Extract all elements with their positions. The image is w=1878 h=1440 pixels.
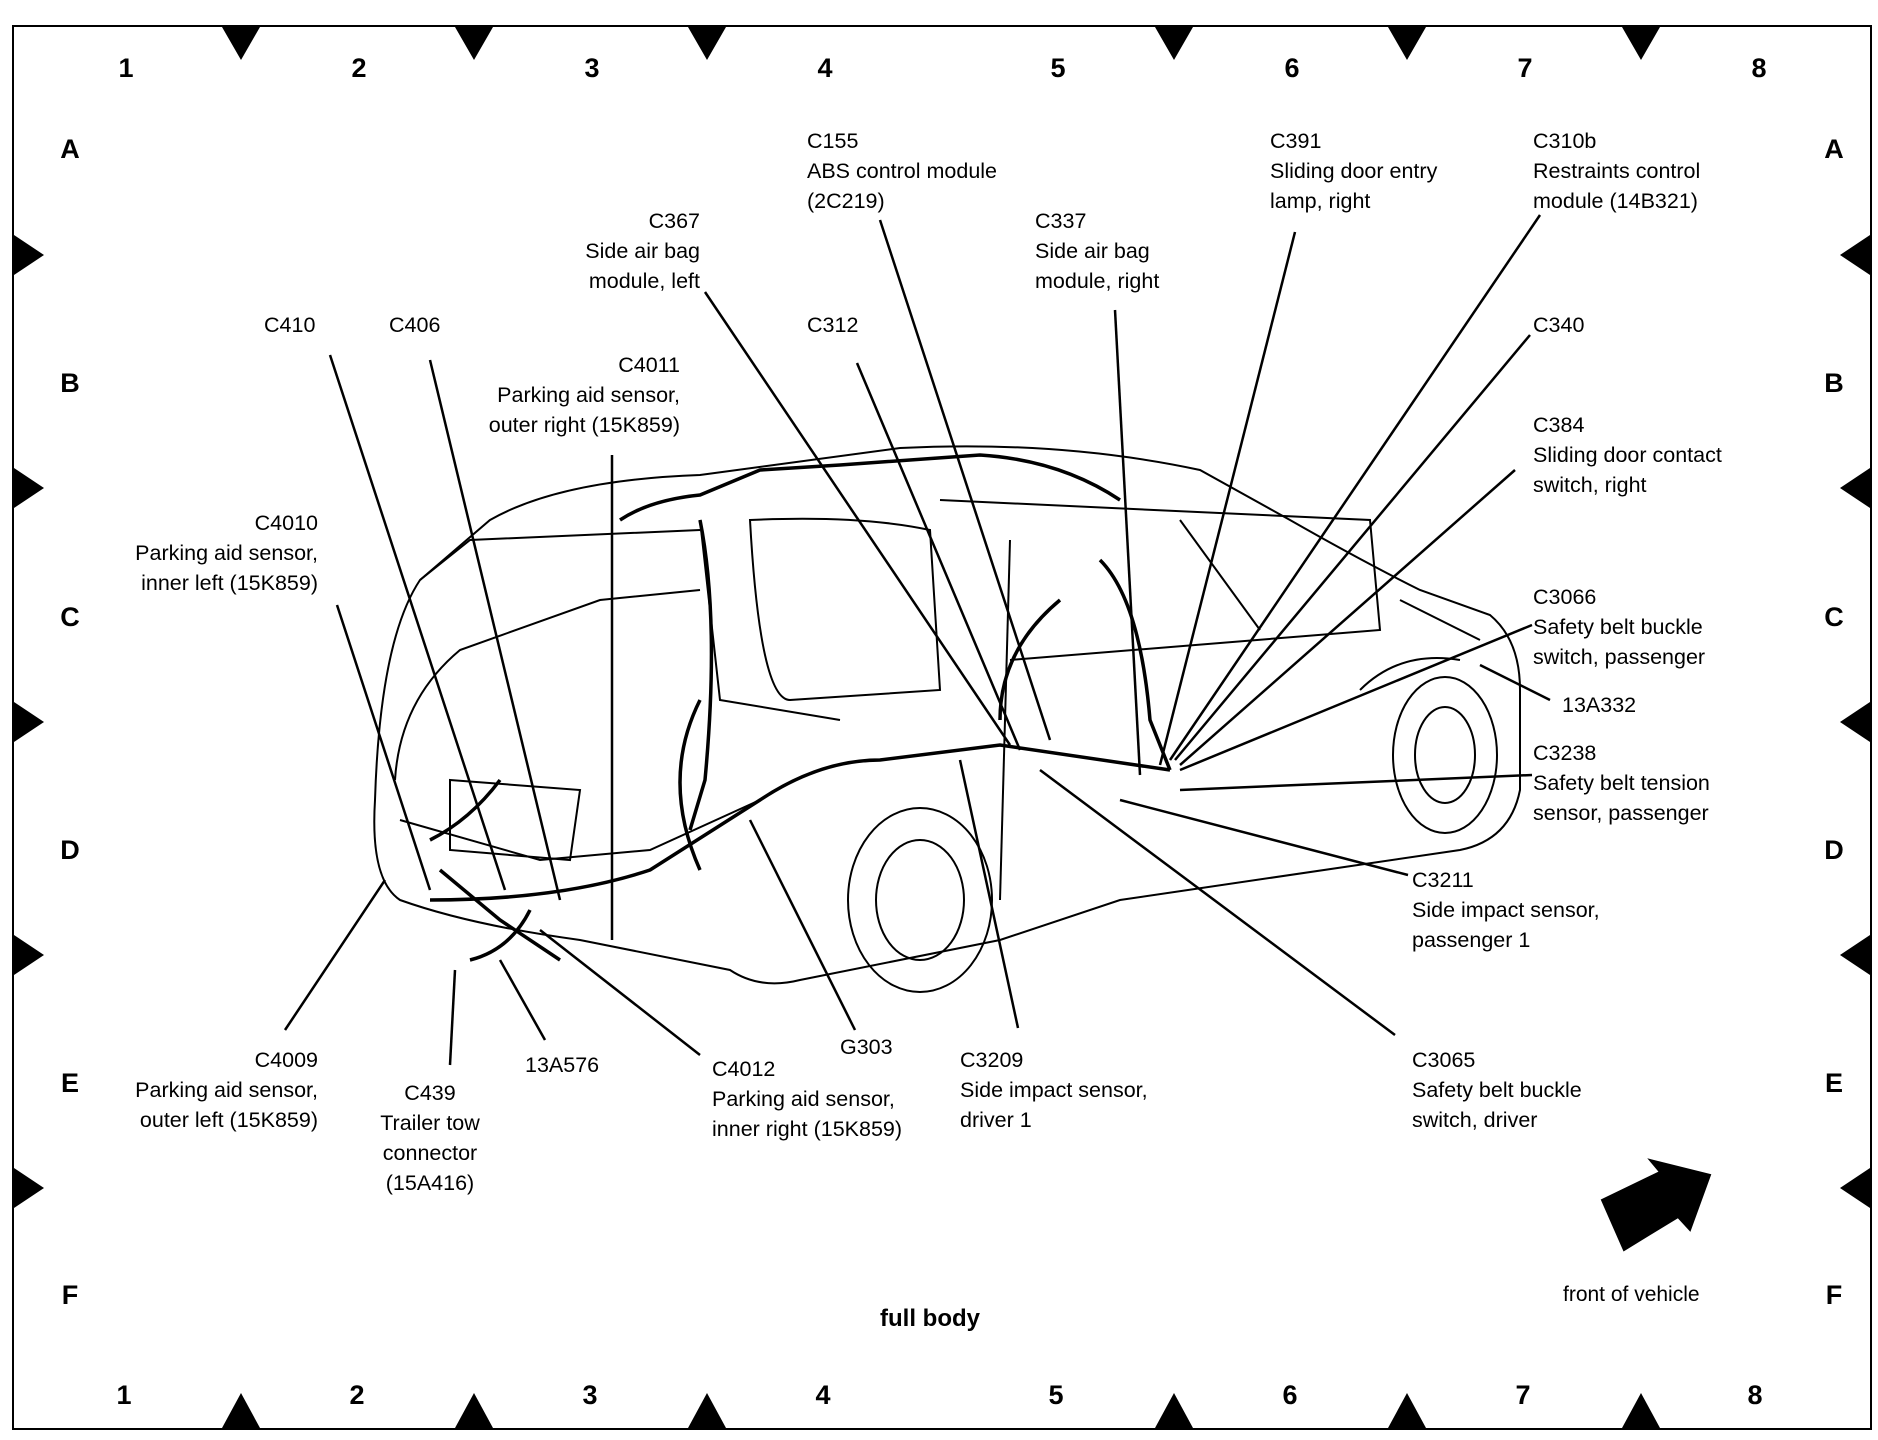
col-4-top: 4 [817, 53, 833, 83]
label-c312: C312 [807, 313, 859, 337]
row-d-left: D [60, 835, 80, 865]
label-g303: G303 [840, 1035, 893, 1059]
row-d-right: D [1824, 835, 1844, 865]
label-c340: C340 [1533, 313, 1585, 337]
leader-lines [283, 214, 1551, 1066]
label-c410: C410 [264, 313, 316, 337]
col-1-bottom: 1 [116, 1380, 132, 1410]
row-f-right: F [1825, 1280, 1843, 1310]
col-7-top: 7 [1517, 53, 1533, 83]
col-8-top: 8 [1751, 53, 1767, 83]
col-2-top: 2 [351, 53, 367, 83]
col-5-bottom: 5 [1048, 1380, 1064, 1410]
front-of-vehicle-label: front of vehicle [1563, 1283, 1700, 1306]
row-e-right: E [1824, 1068, 1843, 1098]
diagram-caption: full body [880, 1305, 980, 1332]
col-5-top: 5 [1050, 53, 1066, 83]
col-1-top: 1 [118, 53, 134, 83]
vehicle-outline [373, 445, 1521, 993]
row-a-left: A [60, 134, 80, 164]
grid-markers [14, 27, 1870, 1428]
col-7-bottom: 7 [1515, 1380, 1531, 1410]
col-2-bottom: 2 [349, 1380, 365, 1410]
row-c-right: C [1824, 602, 1844, 632]
row-b-left: B [60, 368, 80, 398]
col-3-top: 3 [584, 53, 600, 83]
col-8-bottom: 8 [1747, 1380, 1763, 1410]
label-c406: C406 [389, 313, 441, 337]
col-6-top: 6 [1284, 53, 1300, 83]
label-13a332: 13A332 [1562, 693, 1637, 717]
col-3-bottom: 3 [582, 1380, 598, 1410]
row-b-right: B [1824, 368, 1844, 398]
front-direction-arrow [1600, 1158, 1712, 1252]
label-13a576: 13A576 [525, 1053, 600, 1077]
col-6-bottom: 6 [1282, 1380, 1298, 1410]
row-e-left: E [60, 1068, 79, 1098]
row-c-left: C [60, 602, 80, 632]
col-4-bottom: 4 [815, 1380, 831, 1410]
row-a-right: A [1824, 134, 1844, 164]
wiring-harness [429, 453, 1172, 962]
row-f-left: F [61, 1280, 79, 1310]
diagram-frame [12, 25, 1872, 1430]
